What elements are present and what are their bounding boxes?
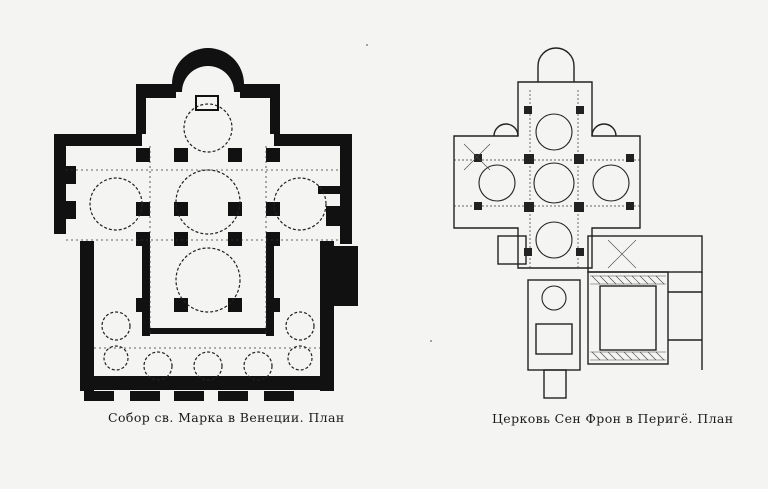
paper-speck	[430, 340, 432, 342]
figure-caption-left: Собор св. Марка в Венеции. План	[108, 410, 345, 425]
paper-speck	[366, 44, 368, 46]
plan-saint-front	[453, 47, 703, 399]
plan-san-marco	[54, 48, 358, 401]
figure-caption-right: Церковь Сен Фрон в Перигё. План	[492, 411, 734, 426]
